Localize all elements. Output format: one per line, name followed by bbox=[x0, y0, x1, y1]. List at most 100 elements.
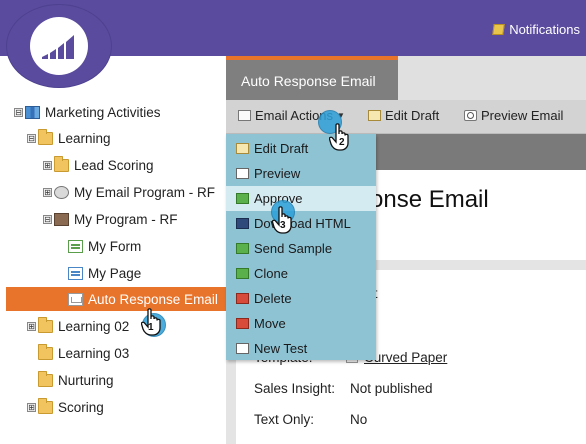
expand-icon[interactable]: ⊞ bbox=[43, 160, 52, 170]
edit-draft-button[interactable]: Edit Draft bbox=[368, 108, 439, 123]
preview-email-button[interactable]: Preview Email bbox=[464, 108, 563, 123]
floppy-disk-icon bbox=[236, 218, 249, 229]
menu-item-send-sample[interactable]: Send Sample bbox=[226, 236, 376, 261]
tree-item-label: Learning bbox=[58, 130, 111, 146]
menu-item-label: Delete bbox=[254, 291, 292, 306]
tree-item-label: Nurturing bbox=[58, 372, 114, 388]
folder-icon bbox=[38, 397, 53, 414]
menu-item-delete[interactable]: Delete bbox=[226, 286, 376, 311]
expand-icon[interactable]: ⊞ bbox=[27, 321, 36, 331]
menu-item-label: Send Sample bbox=[254, 241, 333, 256]
sales-insight-value: Not published bbox=[350, 381, 433, 396]
folder-icon bbox=[38, 370, 53, 387]
clone-icon bbox=[236, 268, 249, 279]
sales-insight-label: Sales Insight: bbox=[254, 381, 336, 396]
ab-test-icon bbox=[236, 343, 249, 354]
menu-item-approve[interactable]: Approve bbox=[226, 186, 376, 211]
menu-item-clone[interactable]: Clone bbox=[226, 261, 376, 286]
pointer-hand-icon bbox=[141, 308, 161, 336]
pointer-hand-icon bbox=[329, 123, 349, 151]
tree-item-learning-03[interactable]: Learning 03 bbox=[38, 341, 129, 365]
books-icon bbox=[25, 105, 40, 119]
landing-page-icon bbox=[68, 266, 83, 280]
caret-down-icon: ▼ bbox=[337, 111, 345, 120]
tree-item-my-email-program[interactable]: ⊞ My Email Program - RF bbox=[43, 180, 215, 204]
text-only-label: Text Only: bbox=[254, 412, 315, 427]
tree-item-label: Scoring bbox=[58, 399, 104, 415]
tree-item-auto-response-email[interactable]: Auto Response Email bbox=[6, 287, 226, 311]
step-2-number: 2 bbox=[339, 137, 345, 148]
template-link[interactable]: Curved Paper bbox=[364, 350, 448, 365]
menu-item-label: Edit Draft bbox=[254, 141, 309, 156]
email-actions-menu: Edit Draft Preview Approve Download HTML… bbox=[226, 134, 376, 360]
menu-item-label: Move bbox=[254, 316, 286, 331]
step-1-number: 1 bbox=[148, 322, 154, 333]
delete-icon bbox=[236, 293, 249, 304]
notifications-button[interactable]: Notifications bbox=[492, 22, 580, 37]
tree-item-label: Learning 03 bbox=[58, 345, 130, 361]
tree-item-label: Learning 02 bbox=[58, 318, 130, 334]
tree-item-marketing-activities[interactable]: ⊟ Marketing Activities bbox=[14, 100, 161, 124]
tree-item-label: Marketing Activities bbox=[45, 104, 161, 120]
move-icon bbox=[236, 318, 249, 329]
edit-pencil-icon bbox=[368, 110, 381, 121]
email-icon bbox=[68, 292, 83, 306]
tree-item-learning[interactable]: ⊟ Learning bbox=[27, 126, 111, 150]
magnifier-icon bbox=[236, 168, 249, 179]
collapse-icon[interactable]: ⊟ bbox=[27, 133, 36, 143]
menu-item-label: New Test bbox=[254, 341, 308, 356]
collapse-icon[interactable]: ⊟ bbox=[14, 107, 23, 117]
toolbar: Email Actions ▼ Edit Draft Preview Email bbox=[226, 100, 586, 178]
edit-pencil-icon bbox=[236, 143, 249, 154]
marketo-logo-icon bbox=[30, 17, 88, 75]
tree-item-scoring[interactable]: ⊞ Scoring bbox=[27, 395, 104, 419]
tree-item-label: My Email Program - RF bbox=[74, 184, 216, 200]
marketo-logo[interactable] bbox=[6, 4, 112, 88]
form-icon bbox=[68, 239, 83, 253]
email-title: onse Email bbox=[370, 186, 489, 213]
email-actions-label-group[interactable]: Email Actions ▼ bbox=[238, 108, 345, 123]
collapse-icon[interactable]: ⊟ bbox=[43, 214, 52, 224]
magnifier-icon bbox=[464, 110, 477, 121]
expand-icon[interactable]: ⊞ bbox=[27, 402, 36, 412]
email-program-icon bbox=[54, 185, 69, 199]
tree-item-label: Auto Response Email bbox=[88, 291, 218, 307]
tree-item-lead-scoring[interactable]: ⊞ Lead Scoring bbox=[43, 153, 154, 177]
menu-item-label: Preview bbox=[254, 166, 301, 181]
tab-strip: Auto Response Email bbox=[226, 56, 586, 100]
text-only-value: No bbox=[350, 412, 368, 427]
folder-icon bbox=[38, 128, 53, 145]
program-icon bbox=[54, 212, 69, 226]
email-icon bbox=[238, 110, 251, 121]
notifications-label: Notifications bbox=[509, 22, 580, 37]
menu-item-download-html[interactable]: Download HTML bbox=[226, 211, 376, 236]
folder-icon bbox=[38, 343, 53, 360]
tree-item-label: My Page bbox=[88, 265, 142, 281]
tab-auto-response-email[interactable]: Auto Response Email bbox=[226, 56, 398, 100]
tree-item-my-program[interactable]: ⊟ My Program - RF bbox=[43, 207, 178, 231]
menu-item-new-test[interactable]: New Test bbox=[226, 336, 376, 361]
approve-check-icon bbox=[236, 193, 249, 204]
email-actions-label: Email Actions bbox=[255, 108, 334, 123]
menu-item-edit-draft[interactable]: Edit Draft bbox=[226, 136, 376, 161]
send-sample-icon bbox=[236, 243, 249, 254]
tree-item-label: My Program - RF bbox=[74, 211, 178, 227]
step-3-number: 3 bbox=[280, 220, 286, 231]
folder-icon bbox=[38, 316, 53, 333]
tree-item-nurturing[interactable]: Nurturing bbox=[38, 368, 114, 392]
expand-icon[interactable]: ⊞ bbox=[43, 187, 52, 197]
pointer-hand-icon bbox=[272, 206, 292, 234]
tree-item-label: My Form bbox=[88, 238, 142, 254]
preview-email-label: Preview Email bbox=[481, 108, 564, 123]
section-divider bbox=[236, 260, 586, 270]
menu-item-move[interactable]: Move bbox=[226, 311, 376, 336]
tree-item-my-form[interactable]: My Form bbox=[68, 234, 141, 258]
folder-icon bbox=[54, 155, 69, 172]
edit-draft-label: Edit Draft bbox=[385, 108, 440, 123]
tree-item-learning-02[interactable]: ⊞ Learning 02 bbox=[27, 314, 129, 338]
menu-item-label: Download HTML bbox=[254, 216, 351, 231]
menu-item-preview[interactable]: Preview bbox=[226, 161, 376, 186]
tree-item-my-page[interactable]: My Page bbox=[68, 261, 141, 285]
sticky-note-icon bbox=[492, 24, 505, 35]
tree-item-label: Lead Scoring bbox=[74, 157, 154, 173]
